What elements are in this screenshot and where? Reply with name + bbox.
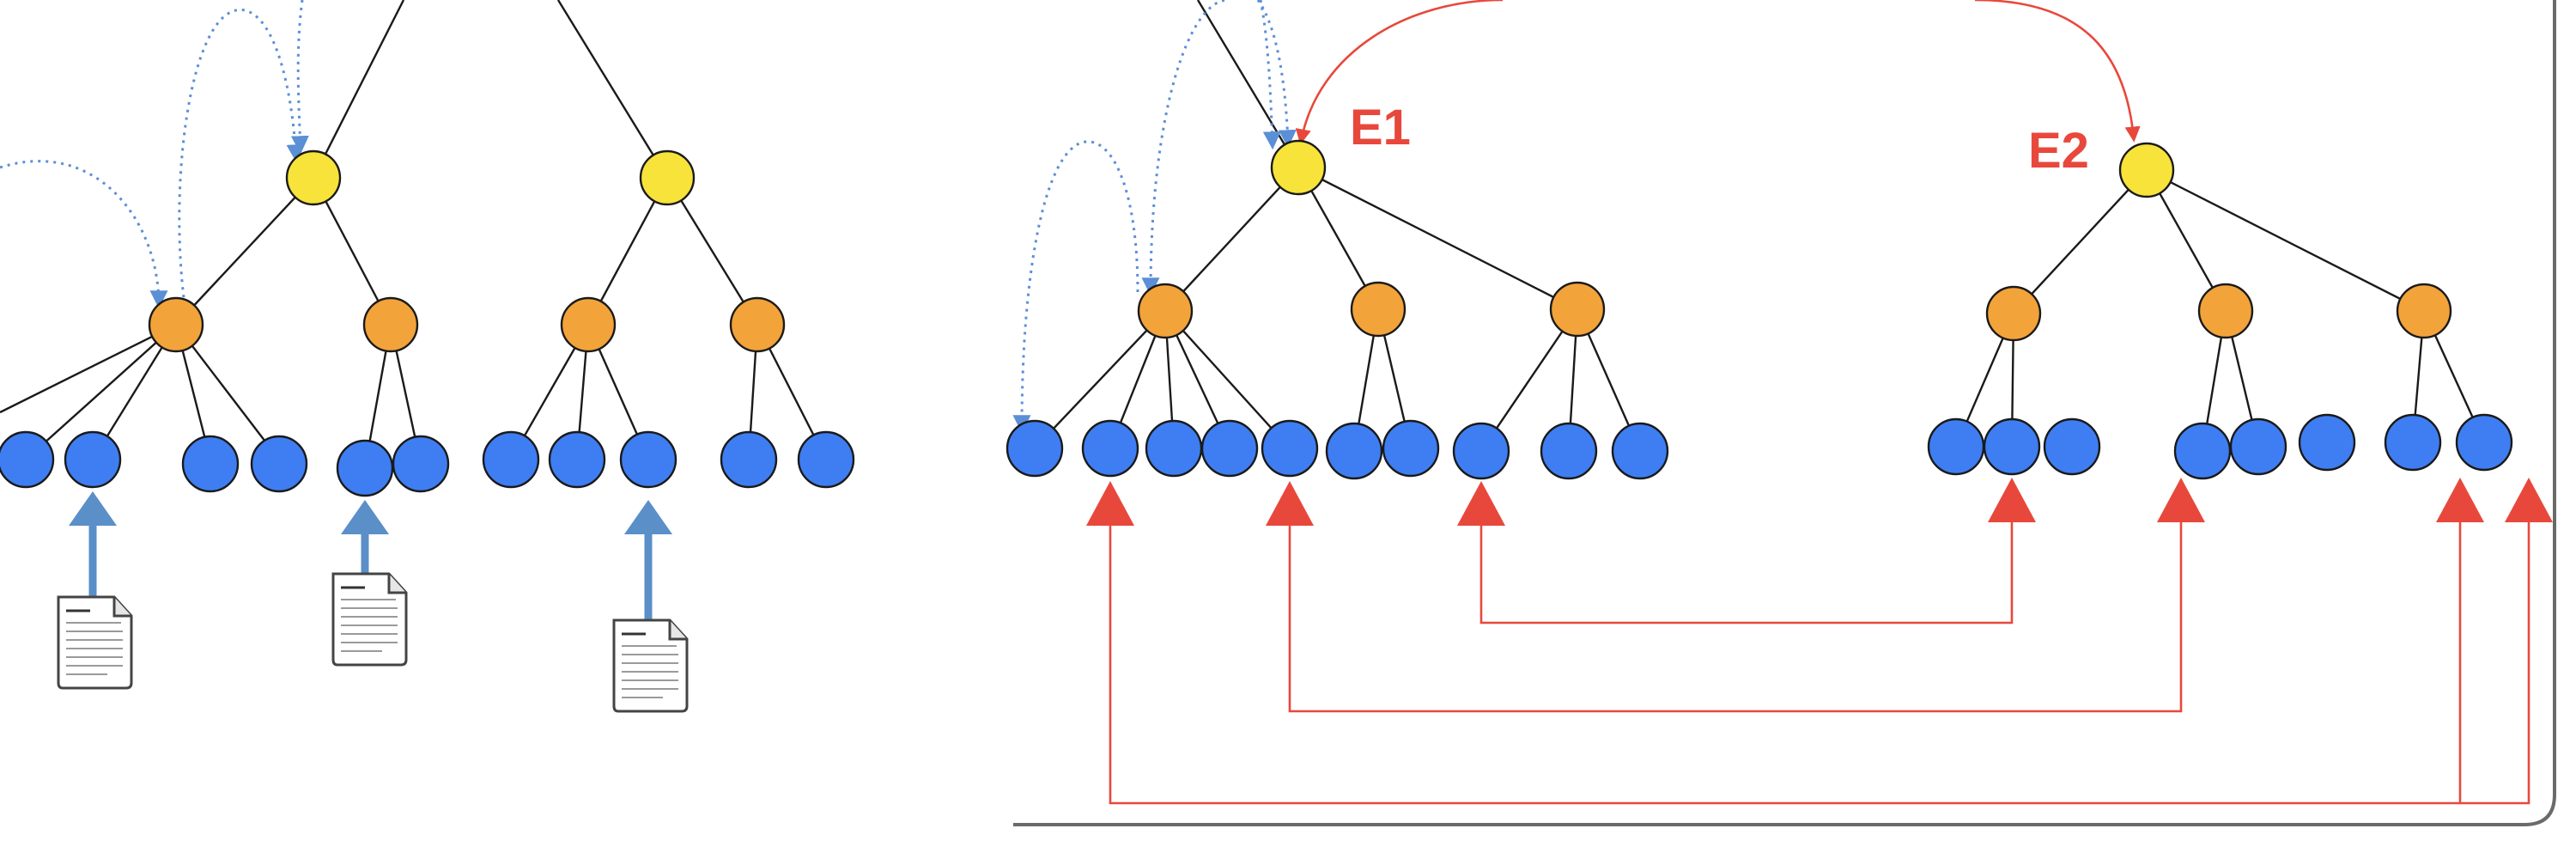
leaf-node xyxy=(619,430,677,489)
leaf-node xyxy=(1005,419,1064,478)
leaf-node xyxy=(797,430,855,489)
e2-label: E2 xyxy=(2028,123,2089,179)
document-icon xyxy=(57,595,133,690)
intermediate-node xyxy=(362,296,419,353)
e1-label: E1 xyxy=(1350,100,1411,155)
leaf-node xyxy=(0,430,55,489)
intermediate-node xyxy=(560,296,617,353)
intermediate-node xyxy=(148,296,204,353)
leaf-node xyxy=(720,430,778,489)
left-tree-edges xyxy=(0,0,828,469)
leaf-node xyxy=(1452,422,1510,480)
intermediate-node xyxy=(1137,283,1194,339)
intermediate-node xyxy=(1549,281,1606,338)
leaf-node xyxy=(1540,422,1598,480)
leaf-node xyxy=(2384,413,2442,472)
leaf-node xyxy=(1927,417,1985,476)
e2-root-node xyxy=(2118,142,2175,198)
leaf-node xyxy=(2229,417,2287,476)
intermediate-node xyxy=(2396,283,2452,339)
e1-hierarchy-links xyxy=(1012,0,1297,434)
leaf-node xyxy=(1611,422,1669,480)
leaf-node xyxy=(336,439,394,497)
left-hierarchy-links xyxy=(0,0,309,309)
leaf-node xyxy=(482,430,540,489)
leaf-cross-links xyxy=(1086,478,2553,805)
e1-e2-link xyxy=(1301,0,2134,142)
root-node xyxy=(639,149,696,206)
document-arrows xyxy=(69,491,672,625)
leaf-node xyxy=(1382,419,1440,478)
e2-tree-nodes xyxy=(1927,142,2513,480)
leaf-node xyxy=(392,435,450,493)
leaf-node xyxy=(64,430,122,489)
leaf-node xyxy=(548,430,606,489)
right-panel-border xyxy=(1013,0,2556,826)
leaf-node xyxy=(2173,422,2232,480)
leaf-node xyxy=(2455,413,2513,472)
leaf-node xyxy=(1983,417,2041,476)
document-icon xyxy=(331,572,408,667)
intermediate-node xyxy=(1350,281,1406,338)
leaf-node xyxy=(1261,419,1319,478)
leaf-node xyxy=(1325,422,1383,480)
intermediate-node xyxy=(1985,285,2042,342)
e1-tree-nodes xyxy=(1005,139,1669,480)
leaf-node xyxy=(2298,413,2356,472)
leaf-node xyxy=(250,435,308,493)
root-node xyxy=(285,149,342,206)
leaf-node xyxy=(1200,419,1259,478)
document-icon xyxy=(612,618,689,713)
leaf-node xyxy=(181,435,240,493)
leaf-node xyxy=(1081,419,1139,478)
intermediate-node xyxy=(2197,283,2254,339)
leaf-node xyxy=(1145,419,1203,478)
intermediate-node xyxy=(729,296,786,353)
e1-root-node xyxy=(1270,139,1327,196)
left-tree-nodes xyxy=(0,149,855,497)
leaf-node xyxy=(2043,417,2101,476)
